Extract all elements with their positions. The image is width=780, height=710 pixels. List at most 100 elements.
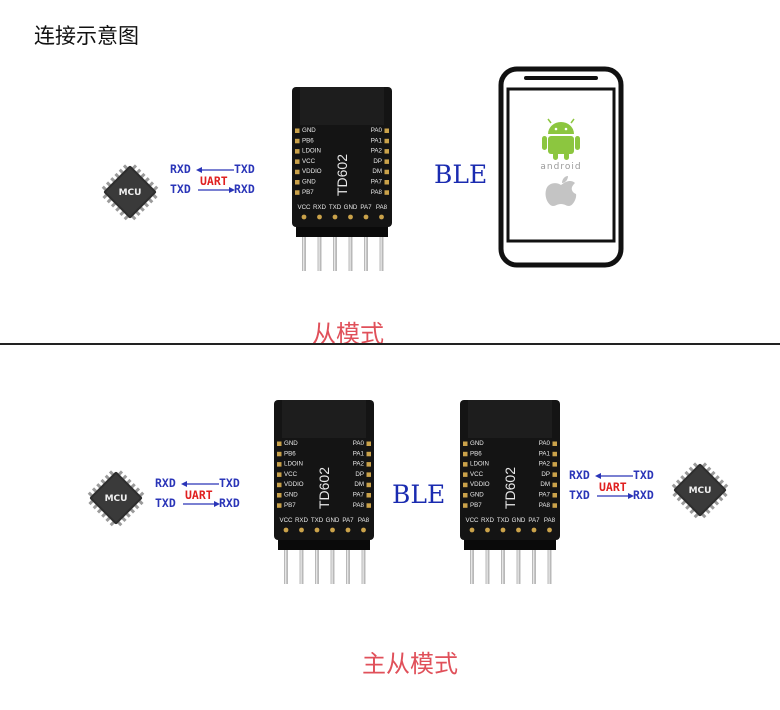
bottom-pin-label: GND (326, 517, 340, 524)
antenna-area (468, 400, 552, 438)
bottom-pin-label: TXD (311, 517, 324, 524)
left-pin-label: VCC (284, 471, 298, 478)
right-pin-label: PA1 (353, 450, 365, 457)
pad (384, 149, 389, 154)
pad (330, 527, 335, 533)
pad (366, 503, 371, 508)
left-pin-label: LDOIN (470, 461, 489, 468)
left-pin-label: VDDIO (302, 168, 322, 175)
pad (463, 482, 468, 488)
uart-connection-bottom-left: RXD TXD UART TXD RXD (155, 476, 240, 510)
mcu-label: MCU (105, 494, 128, 504)
left-pin-label: LDOIN (284, 461, 303, 468)
bottom-pin-label: PA7 (528, 517, 540, 524)
bottom-pin-label: RXD (295, 517, 309, 524)
mcu-chip-bottom-left: MCU (87, 470, 145, 527)
ble-label: BLE (392, 480, 446, 509)
right-pin-label: PA2 (539, 461, 551, 468)
uart-label: UART (200, 174, 228, 188)
pad (317, 214, 322, 220)
module-name-label: TD602 (316, 467, 332, 509)
right-pin-label: PA2 (371, 148, 383, 155)
pad (361, 527, 366, 533)
bottom-pin-label: PA7 (360, 204, 372, 211)
pad (500, 527, 506, 533)
pad (552, 472, 557, 477)
mcu-chip-bottom-right: MCU (671, 462, 729, 519)
pad (366, 462, 371, 467)
pad (295, 190, 300, 195)
bottom-pin-label: PA8 (376, 204, 388, 211)
left-pin-label: GND (470, 440, 484, 447)
right-pin-label: PA0 (539, 440, 551, 447)
pad (516, 527, 521, 533)
left-pin-label: GND (284, 440, 298, 447)
pad (295, 169, 300, 175)
pad (295, 180, 300, 185)
pad (384, 128, 389, 133)
pad (363, 214, 369, 220)
pad (552, 503, 557, 508)
module-name-label: TD602 (334, 154, 350, 196)
pad (384, 159, 389, 164)
pad (469, 527, 475, 533)
right-pin-label: DP (373, 158, 382, 165)
pad (295, 149, 300, 154)
pad (277, 503, 282, 508)
ble-label: BLE (434, 160, 488, 189)
txd-label: TXD (170, 182, 191, 196)
pad (345, 527, 351, 533)
pad (314, 527, 320, 533)
right-pin-label: PA8 (539, 502, 551, 509)
txd-label: TXD (219, 476, 240, 490)
pad (463, 503, 468, 508)
pad (384, 169, 389, 175)
pad (277, 462, 282, 467)
bottom-pin-label: PA7 (342, 517, 354, 524)
txd-label: TXD (234, 162, 255, 176)
left-pin-label: PB7 (284, 502, 296, 509)
pad (277, 482, 282, 488)
mcu-chip-top: MCU (101, 164, 159, 221)
pad (384, 180, 389, 185)
right-pin-label: PA8 (353, 502, 365, 509)
pad (485, 527, 490, 533)
pad (552, 462, 557, 467)
right-pin-label: PA8 (371, 189, 383, 196)
module-name-label: TD602 (502, 467, 518, 509)
android-text: android (540, 162, 581, 172)
pad (463, 462, 468, 467)
pad (384, 190, 389, 195)
right-pin-label: PA0 (353, 440, 365, 447)
pad (366, 441, 371, 446)
uart-label: UART (599, 480, 627, 494)
pad (531, 527, 537, 533)
pad (283, 527, 289, 533)
txd-label: TXD (155, 496, 176, 510)
right-pin-label: PA0 (371, 127, 383, 134)
right-pin-label: PA7 (353, 492, 365, 499)
pad (552, 482, 557, 488)
left-pin-label: LDOIN (302, 148, 321, 155)
bottom-pin-label: GND (512, 517, 526, 524)
left-pin-label: VCC (302, 158, 316, 165)
pad (277, 451, 282, 457)
left-pin-label: GND (302, 127, 316, 134)
pad (552, 441, 557, 446)
pad (366, 451, 371, 457)
uart-label: UART (185, 488, 213, 502)
pad (366, 482, 371, 488)
pad (348, 214, 353, 220)
pad (301, 214, 307, 220)
pad (547, 527, 552, 533)
mcu-label: MCU (689, 486, 712, 496)
right-pin-label: DP (541, 471, 550, 478)
apple-icon (545, 176, 577, 206)
txd-label: TXD (633, 468, 654, 482)
pad (295, 128, 300, 133)
pad (463, 441, 468, 446)
left-pin-label: VCC (470, 471, 484, 478)
pad (384, 138, 389, 144)
rxd-label: RXD (219, 496, 240, 510)
right-pin-label: DM (372, 168, 382, 175)
